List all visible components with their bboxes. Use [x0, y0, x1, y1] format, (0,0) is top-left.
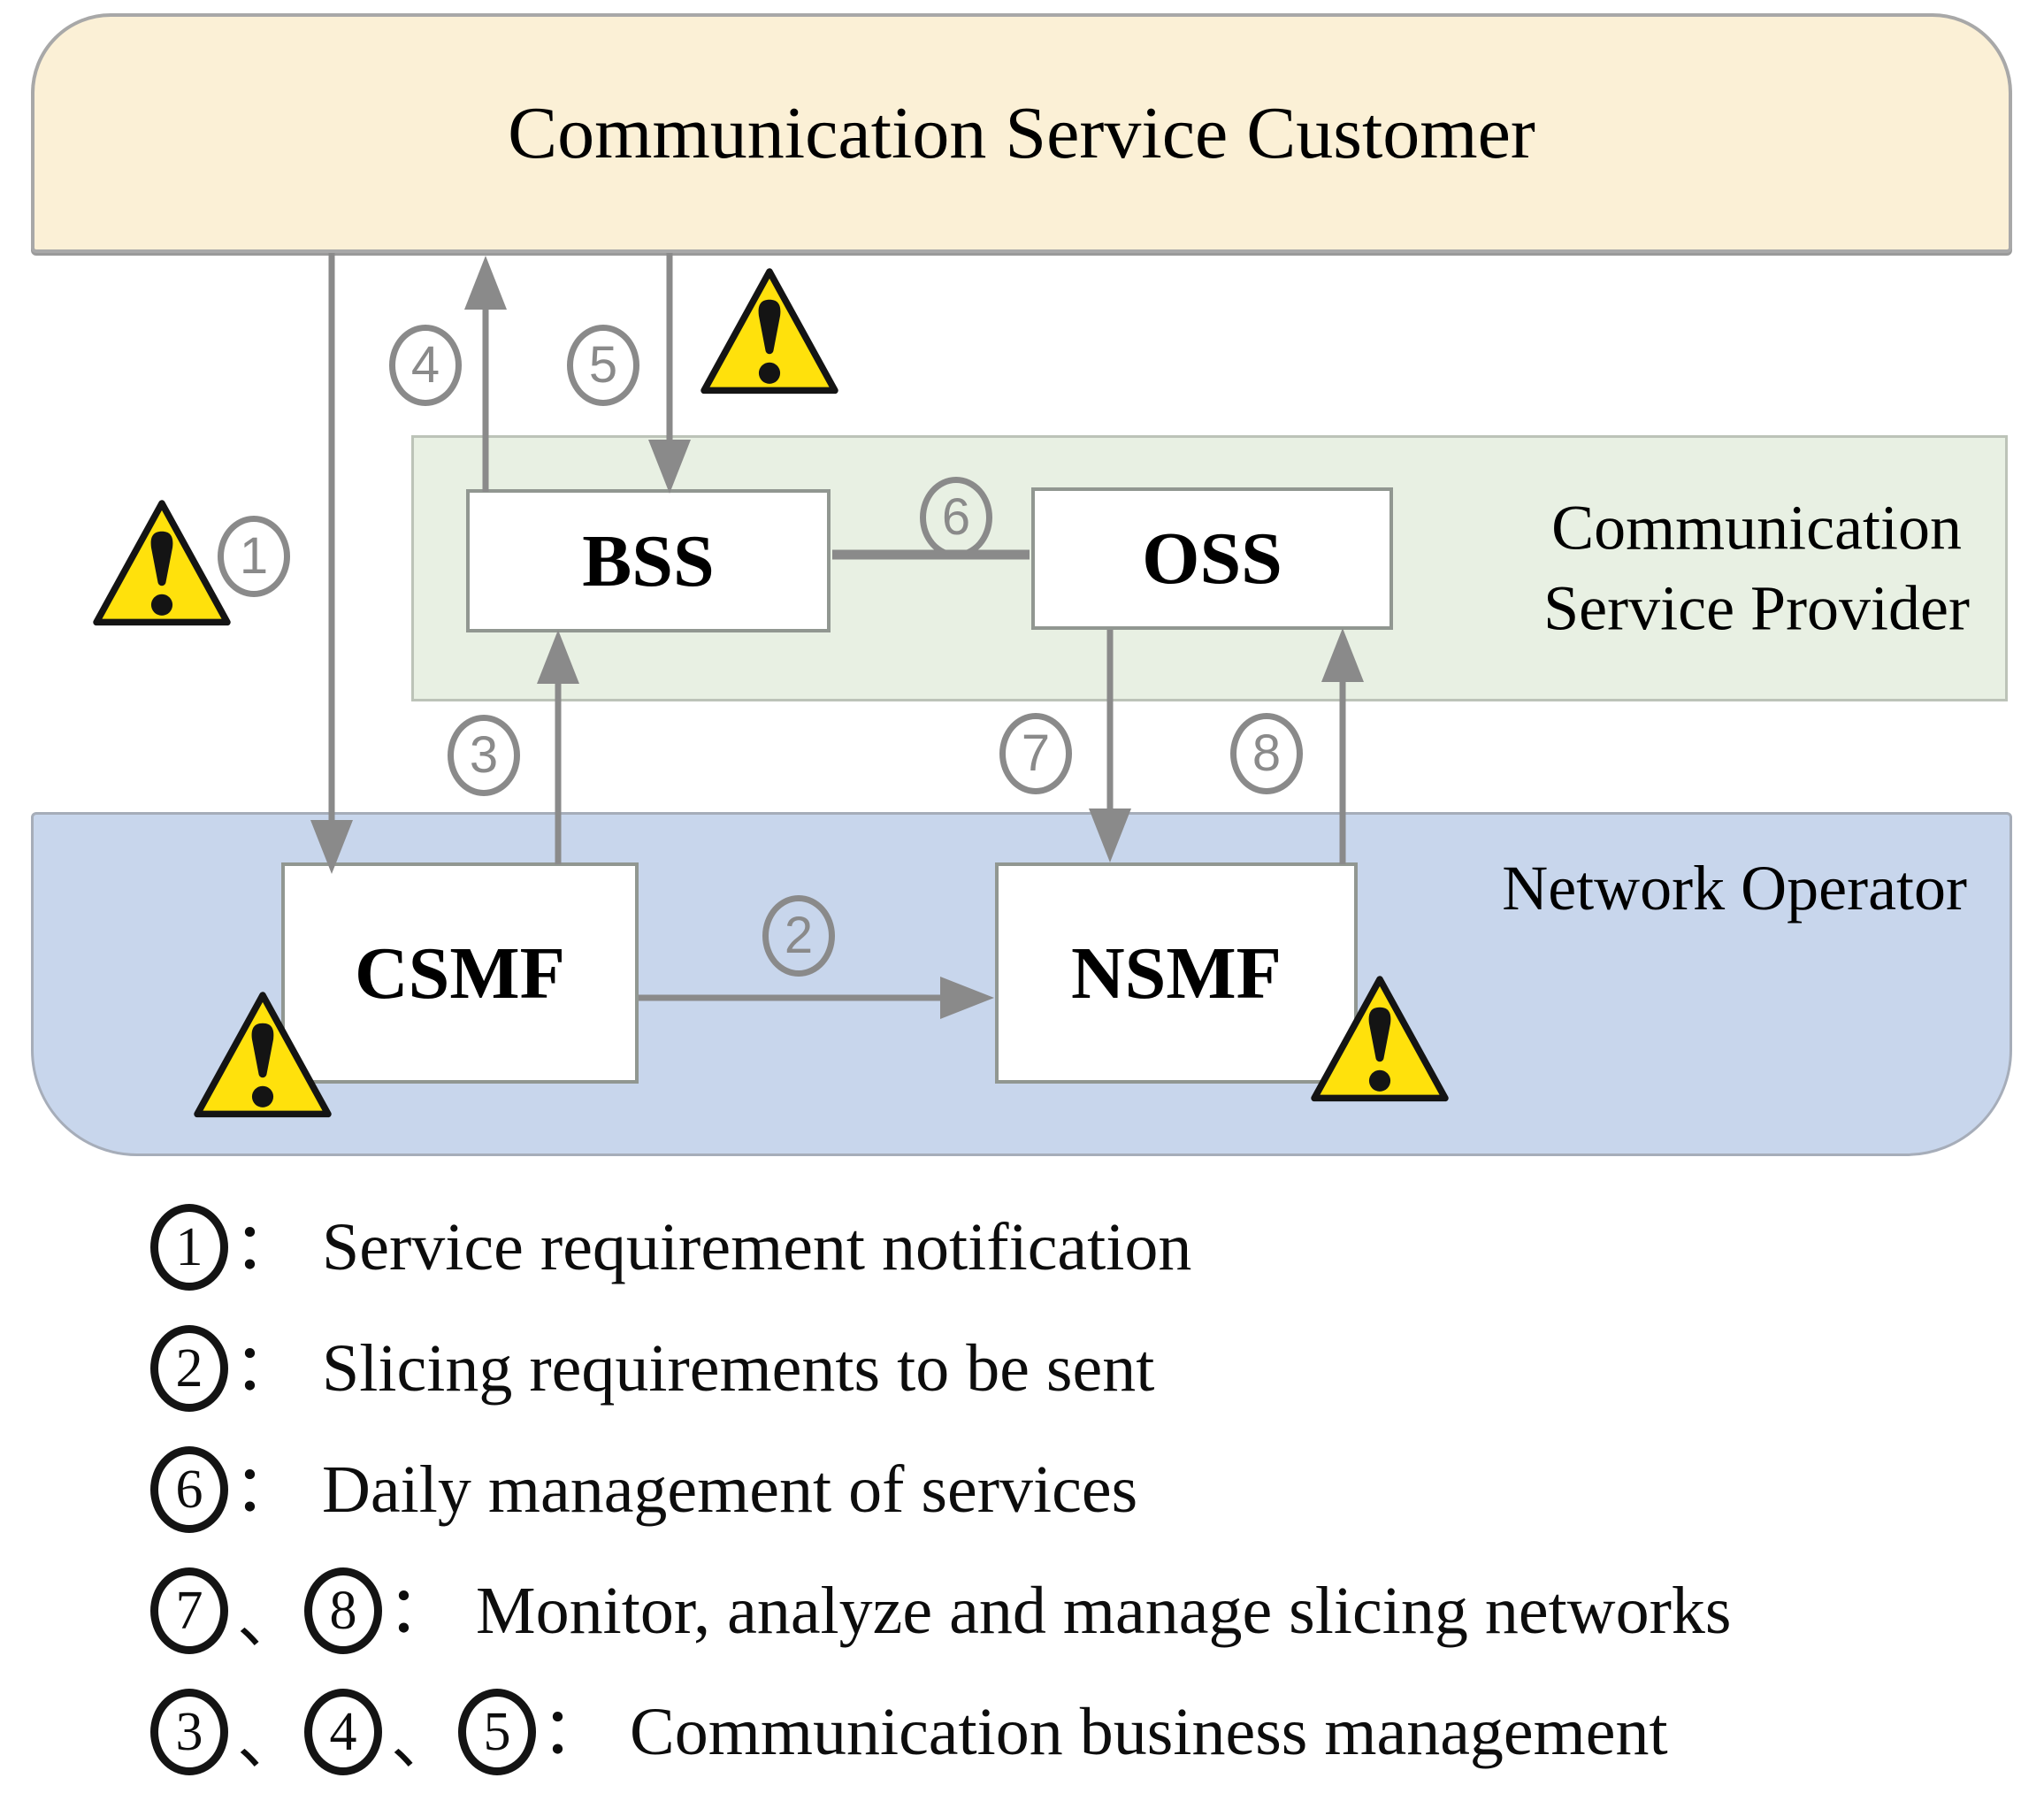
legend-text-2: Slicing requirements to be sent: [322, 1331, 1155, 1406]
legend-colon: ：: [387, 1575, 454, 1647]
legend-separator: 、: [237, 1706, 302, 1777]
provider-label-line2: Service Provider: [1543, 572, 1970, 644]
legend-circle-4: 4: [304, 1689, 383, 1775]
legend-text-4: Monitor, analyze and manage slicing netw…: [476, 1574, 1732, 1648]
circle-7-badge: 7: [999, 713, 1072, 794]
legend-colon: ：: [541, 1696, 608, 1768]
nsmf-label: NSMF: [1071, 931, 1282, 1015]
circle-6-badge: 6: [920, 477, 992, 558]
provider-label-line1: Communication: [1551, 492, 1963, 563]
legend-circle-8: 8: [304, 1567, 383, 1654]
warning-icon: [1306, 969, 1453, 1109]
nsmf-box: NSMF: [995, 862, 1358, 1084]
bss-box: BSS: [466, 489, 831, 632]
legend-row-1: 1 ： Service requirement notification: [150, 1201, 1731, 1293]
legend-separator: 、: [391, 1706, 455, 1777]
legend: 1 ： Service requirement notification 2 ：…: [150, 1201, 1731, 1778]
legend-circle-2: 2: [150, 1325, 228, 1412]
legend-colon: ：: [233, 1332, 299, 1405]
legend-circle-3: 3: [150, 1689, 228, 1775]
warning-icon: [189, 985, 336, 1125]
warning-icon: [696, 262, 843, 402]
legend-circle-7: 7: [150, 1567, 228, 1654]
legend-colon: ：: [233, 1211, 299, 1284]
legend-text-5: Communication business management: [630, 1695, 1668, 1769]
legend-circle-1: 1: [150, 1204, 228, 1291]
legend-row-3: 6 ： Daily management of services: [150, 1444, 1731, 1536]
provider-band-label: Communication Service Provider: [1543, 487, 1970, 649]
arrow-1-down-icon: [310, 253, 353, 874]
circle-8-badge: 8: [1230, 713, 1303, 794]
legend-circle-5: 5: [458, 1689, 537, 1775]
bss-label: BSS: [582, 519, 715, 602]
circle-1-badge: 1: [218, 516, 290, 597]
legend-text-3: Daily management of services: [322, 1452, 1138, 1527]
customer-band: Communication Service Customer: [31, 13, 2012, 253]
customer-band-label: Communication Service Customer: [508, 92, 1535, 174]
legend-row-4: 7 、 8 ： Monitor, analyze and manage slic…: [150, 1565, 1731, 1657]
oss-box: OSS: [1031, 487, 1393, 630]
circle-3-badge: 3: [448, 715, 520, 796]
legend-circle-6: 6: [150, 1446, 228, 1533]
circle-5-badge: 5: [567, 325, 639, 406]
circle-2-badge: 2: [762, 895, 835, 977]
csmf-box: CSMF: [281, 862, 639, 1084]
legend-colon: ：: [233, 1453, 299, 1526]
legend-row-2: 2 ： Slicing requirements to be sent: [150, 1322, 1731, 1414]
legend-row-5: 3 、 4 、 5 ： Communication business manag…: [150, 1686, 1731, 1778]
warning-icon: [88, 494, 235, 633]
legend-text-1: Service requirement notification: [322, 1210, 1192, 1284]
circle-4-badge: 4: [389, 325, 462, 406]
oss-label: OSS: [1142, 517, 1282, 600]
csmf-label: CSMF: [355, 931, 565, 1015]
legend-separator: 、: [237, 1585, 302, 1656]
operator-band-label: Network Operator: [1502, 853, 1967, 923]
